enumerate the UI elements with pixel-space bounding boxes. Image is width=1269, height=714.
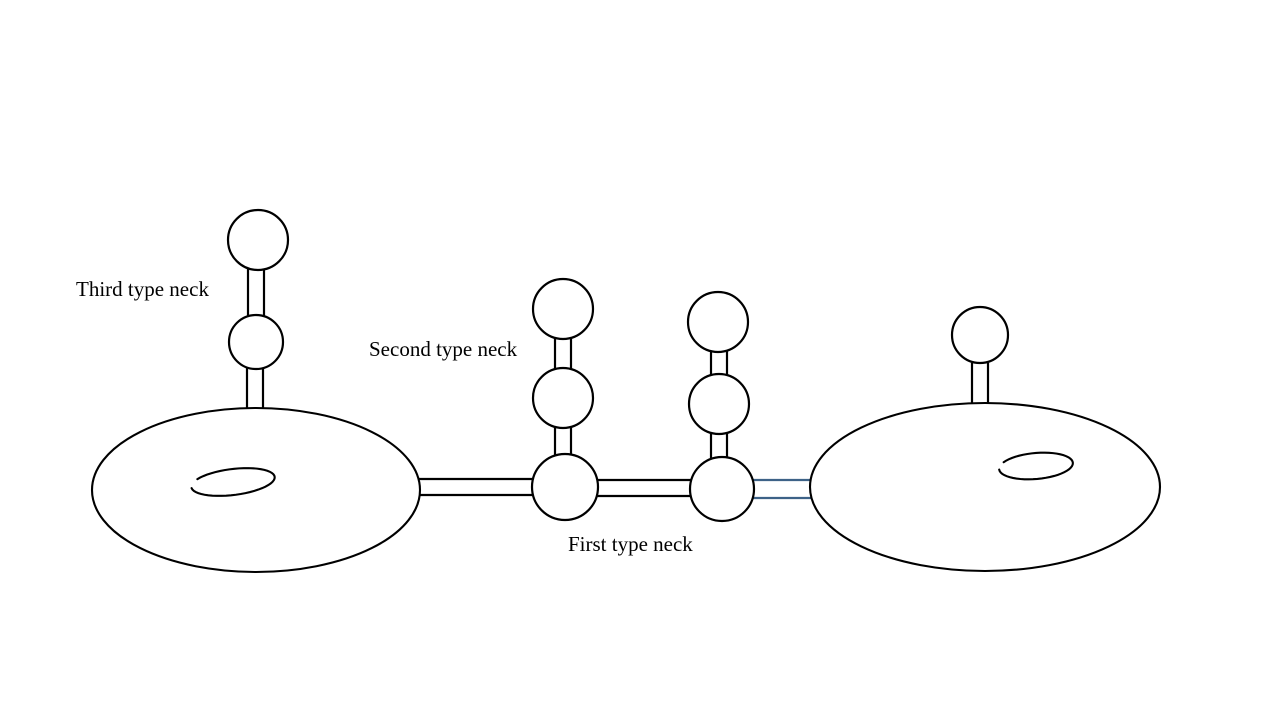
- right-surface-handle-hole: [998, 451, 1074, 481]
- second-type-neck-chain-sphere-1: [531, 277, 595, 341]
- first-type-neck-chain-sphere-1: [530, 452, 600, 522]
- second-type-neck-chain-sphere-2: [531, 366, 595, 430]
- third-type-neck-chain-tube-body: [247, 368, 263, 412]
- third-type-neck-chain-sphere-1: [226, 208, 290, 272]
- first-type-neck-chain-sphere-2: [688, 455, 756, 523]
- sphere-layer: [226, 208, 1010, 523]
- second-type-neck-chain-tube-body: [555, 338, 571, 369]
- first-type-neck-right-surface-tube-body: [972, 363, 988, 406]
- label-first-type-neck: First type neck: [568, 532, 693, 556]
- left-surface-handle-hole: [190, 467, 276, 497]
- label-second-type-neck: Second type neck: [369, 337, 518, 361]
- second-type-neck-chain-right-sphere-2: [687, 372, 751, 436]
- second-type-neck-chain-right-tube-body: [711, 433, 727, 462]
- third-type-neck-chain-tube-body: [248, 269, 264, 316]
- first-type-neck-right-surface-sphere-1: [950, 305, 1010, 365]
- first-type-neck-chain-tube-body: [752, 480, 816, 498]
- second-type-neck-chain-right-sphere-1: [686, 290, 750, 354]
- hole-layer: [190, 451, 1074, 497]
- horizontal-tube-layer: [418, 477, 816, 500]
- right-genus-one-surface: [808, 401, 1162, 573]
- vertical-tube-layer: [245, 269, 990, 462]
- third-type-neck-chain-sphere-2: [227, 313, 285, 371]
- first-type-neck-chain-tube-body: [418, 479, 534, 495]
- label-third-type-neck: Third type neck: [76, 277, 209, 301]
- second-type-neck-chain-right-tube-body: [711, 351, 727, 375]
- second-type-neck-chain-tube-body: [555, 427, 571, 457]
- first-type-neck-chain-tube-body: [596, 480, 692, 496]
- surface-layer: [90, 401, 1162, 574]
